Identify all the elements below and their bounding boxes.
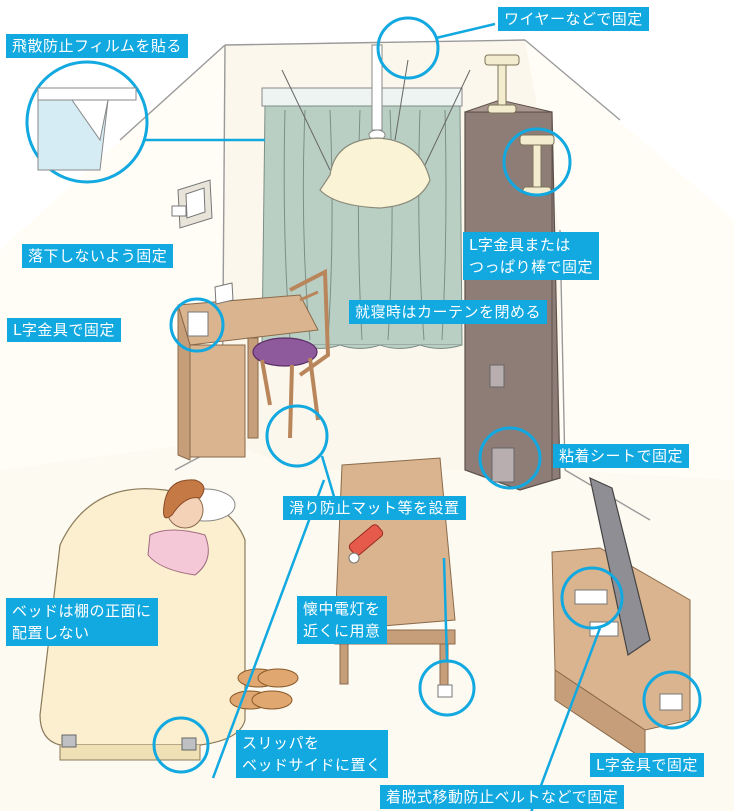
wall-frame (171, 179, 213, 229)
callout-circle-tv-belt (560, 566, 624, 630)
callout-circle-desk-bracket (169, 297, 225, 353)
callout-circles (25, 16, 702, 774)
label-curtain: 就寝時はカーテンを閉める (349, 300, 548, 324)
desk (177, 282, 319, 461)
callout-lines (145, 22, 602, 811)
label-bed: ベッドは棚の正面に 配置しない (6, 598, 158, 646)
label-sticky-sheet: 粘着シートで固定 (553, 444, 690, 468)
label-fall: 落下しないよう固定 (22, 244, 174, 268)
label-flashlight: 懐中電灯を 近くに用意 (297, 596, 387, 644)
label-bracket-brace: L字金具または つっぱり棒で固定 (463, 232, 600, 280)
ceiling-light (281, 44, 471, 209)
callout-circle-shelf-rod (502, 127, 572, 197)
label-tv-bracket: L字金具で固定 (590, 753, 704, 777)
label-film: 飛散防止フィルムを貼る (6, 34, 188, 58)
callout-circle-chair-leg (265, 404, 329, 468)
callout-circle-film (25, 60, 149, 184)
label-wire: ワイヤーなどで固定 (498, 7, 649, 31)
label-belt: 着脱式移動防止ベルトなどで固定 (380, 785, 625, 809)
tv-stand (551, 476, 691, 761)
callout-circle-shelf-foot (478, 426, 542, 490)
label-slippers: スリッパを ベッドサイドに置く (236, 730, 388, 778)
callout-circle-tv-bracket (642, 670, 702, 730)
callout-circle-wire (376, 16, 440, 80)
chair (252, 268, 331, 439)
callout-circle-bed-leg (152, 716, 210, 774)
film-window-detail (37, 87, 137, 171)
label-desk-bracket: L字金具で固定 (7, 318, 121, 342)
label-anti-slip: 滑り防止マット等を設置 (283, 496, 466, 520)
